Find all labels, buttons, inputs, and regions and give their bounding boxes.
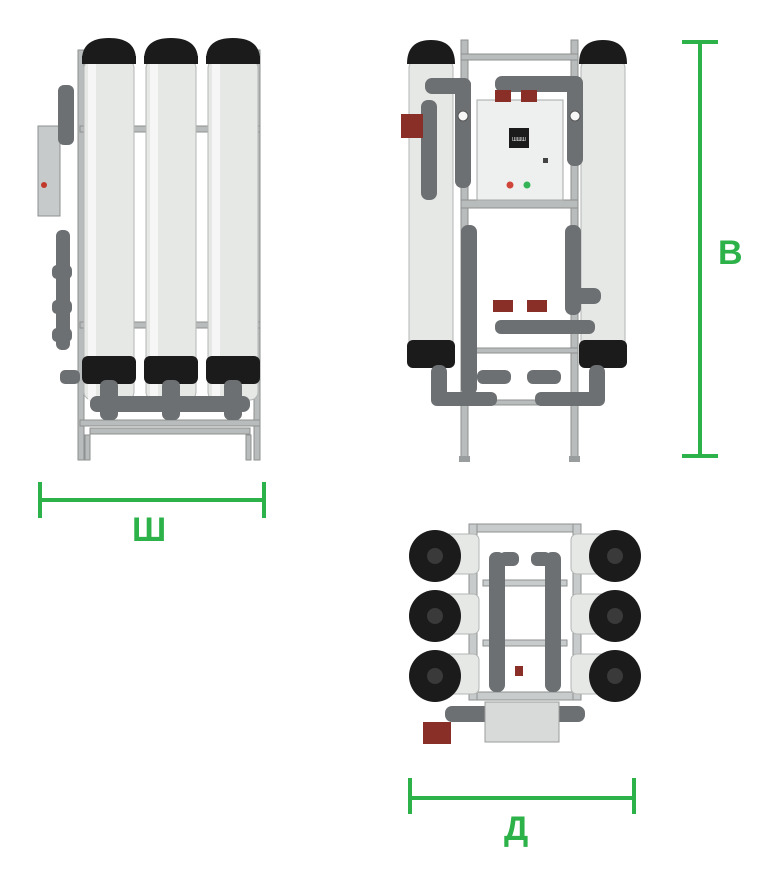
depth-dimension-line <box>408 778 636 814</box>
membrane-tops <box>442 533 608 695</box>
control-panel <box>476 99 564 201</box>
caps <box>407 40 627 368</box>
bottom-caps <box>82 356 260 384</box>
membrane-housings <box>83 59 259 401</box>
cap-centers <box>427 548 623 684</box>
depth-label: Д <box>504 810 529 848</box>
side-view-illustration <box>37 38 261 461</box>
valve-actuators <box>401 90 547 312</box>
width-label: Ш <box>132 511 167 549</box>
height-label: В <box>718 234 743 272</box>
green-indicator <box>523 181 531 189</box>
front-view-illustration: ШШШ <box>401 39 627 462</box>
side-pipes <box>52 85 80 384</box>
width-dimension-line <box>38 482 266 518</box>
height-dimension-line <box>682 40 718 458</box>
caps <box>409 530 641 702</box>
control-box <box>37 125 61 217</box>
pipes <box>421 76 605 406</box>
panel-display-text: ШШШ <box>512 137 526 143</box>
frame <box>468 523 582 701</box>
pressure-gauge-right <box>569 110 581 122</box>
red-indicator <box>506 181 514 189</box>
top-caps <box>82 38 260 64</box>
control-box <box>484 701 560 743</box>
bottom-manifold <box>90 380 250 420</box>
valve-actuator <box>423 722 451 744</box>
pressure-gauge-left <box>457 110 469 122</box>
membrane-housings <box>408 59 626 361</box>
panel-display <box>509 128 529 148</box>
top-view-illustration <box>409 523 641 744</box>
